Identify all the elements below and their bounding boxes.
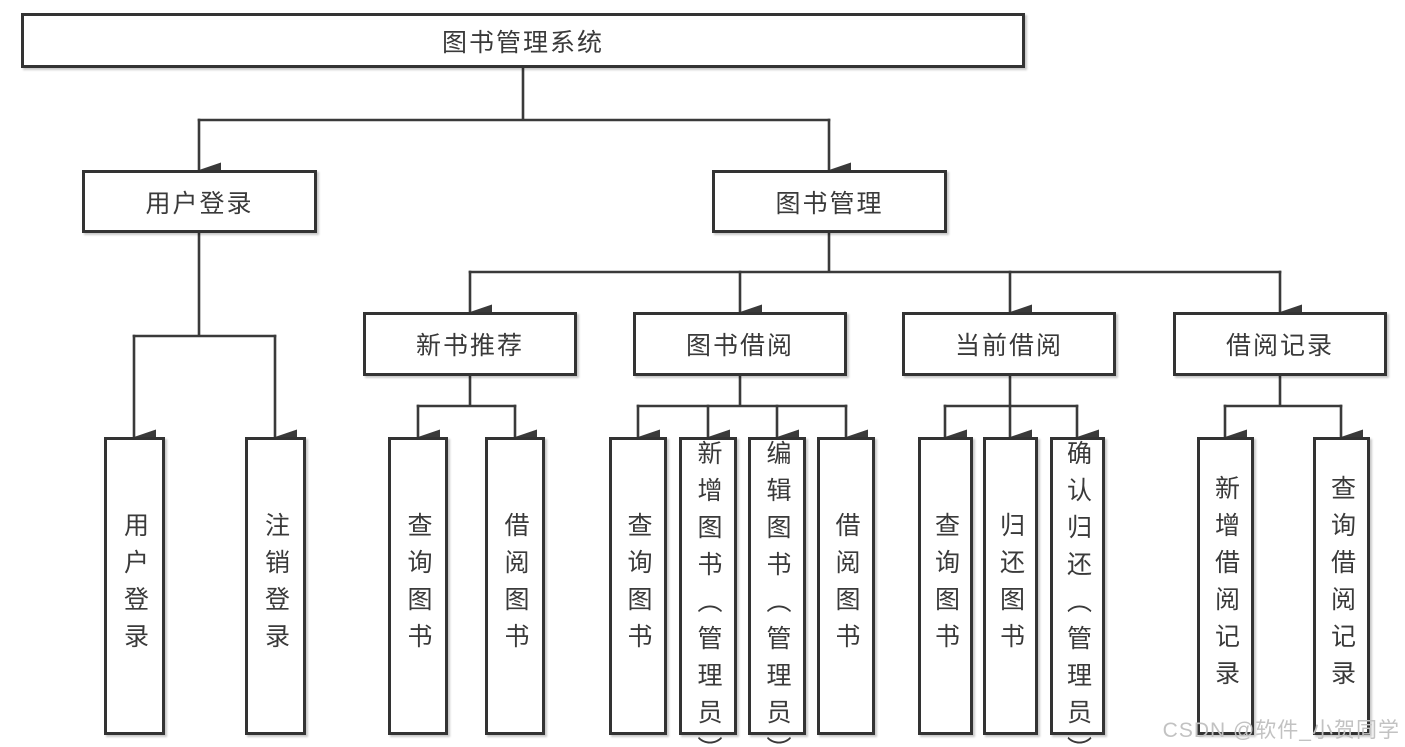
connector-root-to-level2	[197, 66, 851, 178]
leaf-edit-book-admin: 编辑图书（管理员）	[748, 437, 806, 747]
leaf-add-borrow-record: 新增借阅记录	[1197, 437, 1254, 735]
node-book-borrow: 图书借阅	[633, 312, 847, 376]
leaf-label: 查询图书	[624, 512, 652, 660]
leaf-label: 注销登录	[261, 512, 290, 660]
leaf-borrow-book-recommend: 借阅图书	[485, 437, 545, 735]
leaf-add-book-admin: 新增图书（管理员）	[679, 437, 737, 747]
leaf-label: 借阅图书	[501, 512, 529, 660]
leaf-query-book-recommend: 查询图书	[388, 437, 448, 735]
connector-records-to-leaves	[1223, 374, 1363, 445]
leaf-user-login: 用户登录	[104, 437, 165, 735]
node-new-book-recommend: 新书推荐	[363, 312, 577, 376]
leaf-label: 用户登录	[120, 512, 149, 660]
connector-recommend-to-leaves	[416, 374, 537, 445]
leaf-confirm-return-admin: 确认归还（管理员）	[1050, 437, 1105, 747]
node-root-system: 图书管理系统	[21, 13, 1025, 68]
leaf-return-book: 归还图书	[983, 437, 1038, 735]
node-borrow-records: 借阅记录	[1173, 312, 1387, 376]
leaf-label: 查询借阅记录	[1327, 475, 1356, 697]
leaf-label: 查询图书	[931, 512, 960, 660]
connector-mgmt-to-level3	[468, 231, 1302, 320]
leaf-label: 借阅图书	[832, 512, 860, 660]
leaf-label: 查询图书	[404, 512, 432, 660]
leaf-label: 新增借阅记录	[1211, 475, 1240, 697]
leaf-query-borrow-record: 查询借阅记录	[1313, 437, 1370, 735]
connector-borrow-to-leaves	[636, 374, 868, 445]
connector-current-to-leaves	[943, 374, 1099, 445]
leaf-query-book-current: 查询图书	[918, 437, 973, 735]
node-current-borrow: 当前借阅	[902, 312, 1116, 376]
leaf-label: 新增图书（管理员）	[694, 440, 722, 747]
leaf-label: 编辑图书（管理员）	[763, 440, 791, 747]
connector-login-to-leaves	[132, 231, 297, 445]
leaf-label: 归还图书	[996, 512, 1025, 660]
leaf-query-book-borrow: 查询图书	[609, 437, 667, 735]
leaf-label: 确认归还（管理员）	[1063, 440, 1092, 747]
csdn-watermark: CSDN @软件_小贺同学	[1162, 719, 1400, 742]
node-user-login: 用户登录	[82, 170, 317, 233]
leaf-borrow-book: 借阅图书	[817, 437, 875, 735]
node-book-management: 图书管理	[712, 170, 947, 233]
leaf-logout: 注销登录	[245, 437, 306, 735]
